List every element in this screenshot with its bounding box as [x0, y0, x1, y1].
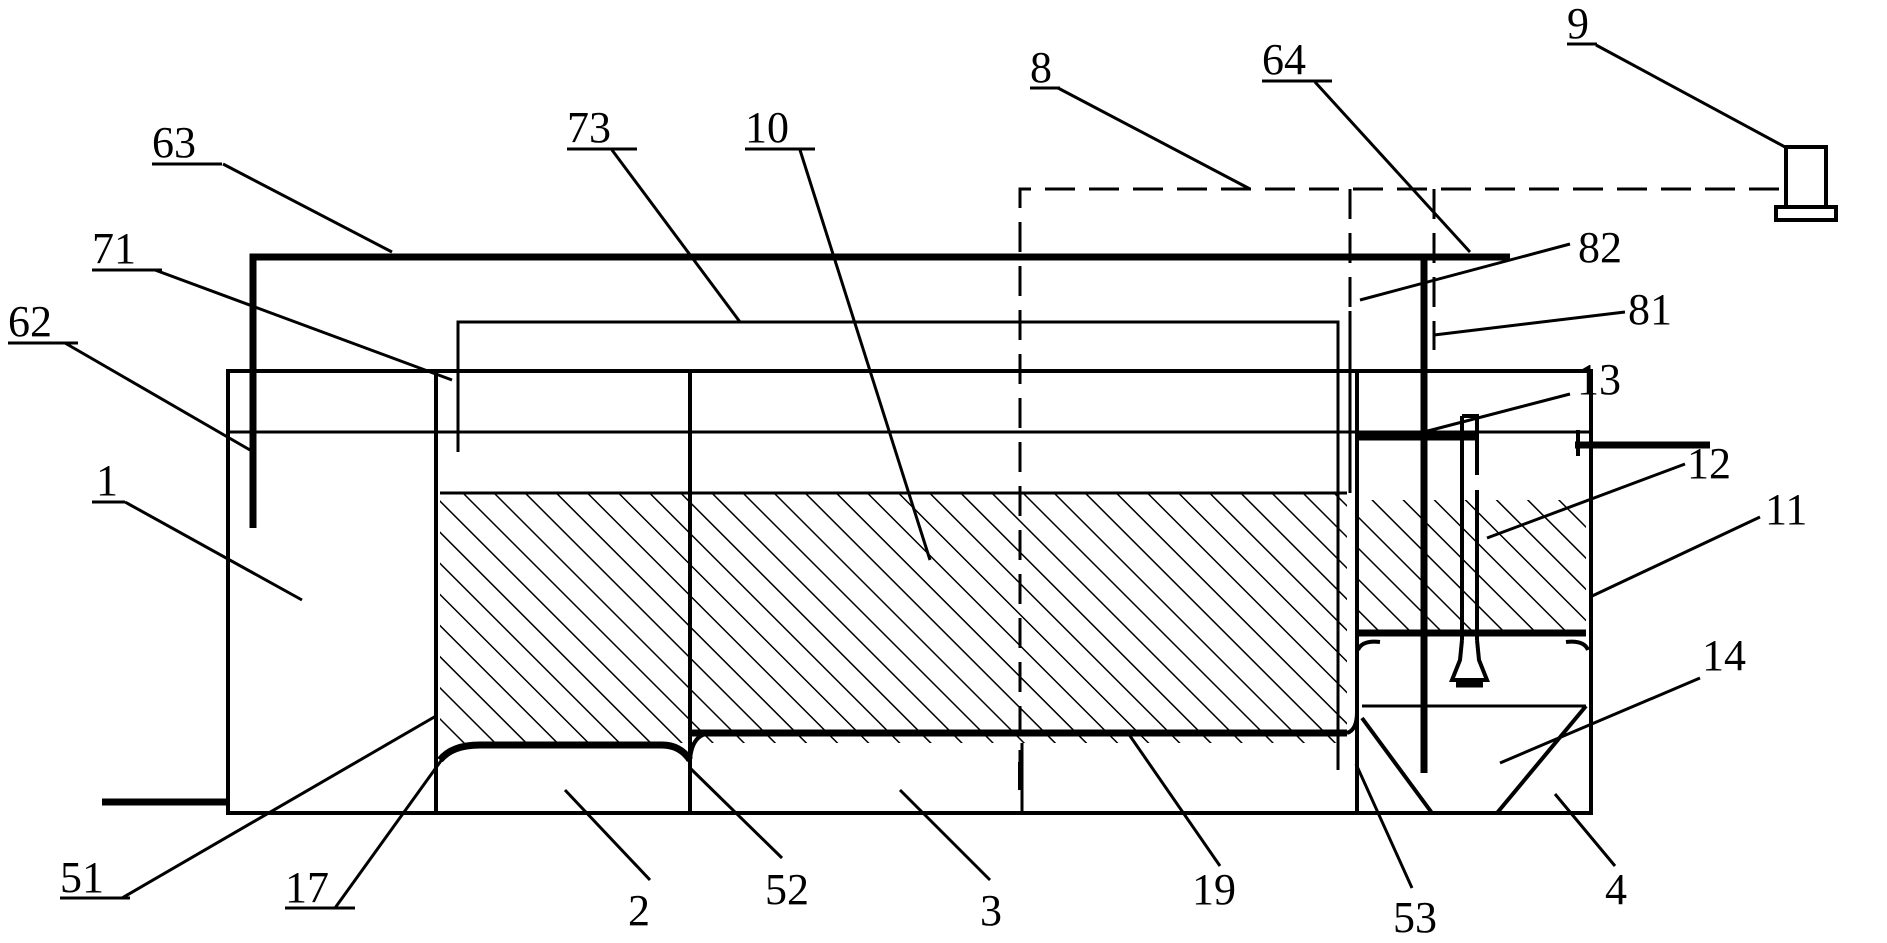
label-71: 71	[92, 224, 162, 273]
svg-text:19: 19	[1192, 865, 1236, 914]
leader-11	[1589, 515, 1761, 599]
svg-text:10: 10	[745, 103, 789, 152]
svg-text:53: 53	[1393, 893, 1437, 942]
svg-text:62: 62	[8, 297, 52, 346]
svg-text:51: 51	[60, 853, 104, 902]
leader-1	[124, 500, 303, 602]
svg-text:71: 71	[92, 224, 136, 273]
pipe-73	[456, 320, 1340, 770]
svg-text:81: 81	[1628, 285, 1672, 334]
label-62: 62	[8, 297, 78, 346]
hopper-left-slope	[1360, 716, 1434, 815]
leader-81	[1433, 310, 1626, 337]
leader-12	[1486, 462, 1686, 540]
right-support-fillet-left	[1356, 639, 1381, 651]
pipe-12	[1460, 414, 1479, 640]
leader-63	[222, 162, 393, 254]
label-19: 19	[1192, 865, 1236, 914]
leader-52	[688, 766, 784, 860]
label-81: 81	[1628, 285, 1672, 334]
label-1: 1	[92, 456, 125, 505]
svg-text:17: 17	[285, 863, 329, 912]
label-14: 14	[1702, 631, 1746, 680]
support-plate-17	[437, 741, 693, 763]
hopper-right-slope	[1495, 704, 1588, 815]
leader-2	[563, 788, 652, 882]
leader-10	[798, 149, 932, 561]
leader-71	[154, 268, 453, 382]
svg-text:4: 4	[1605, 865, 1627, 914]
label-2: 2	[628, 886, 650, 935]
leader-4	[1553, 793, 1617, 867]
svg-text:3: 3	[980, 886, 1002, 935]
leader-13	[1419, 392, 1571, 435]
leader-53	[1354, 763, 1414, 889]
label-73: 73	[567, 103, 637, 152]
right-support-fillet-right	[1565, 639, 1590, 651]
leader-62	[64, 341, 251, 452]
label-8: 8	[1030, 43, 1060, 92]
fillet-52	[688, 731, 713, 761]
label-10: 10	[745, 103, 815, 152]
label-53: 53	[1393, 893, 1437, 942]
svg-text:9: 9	[1567, 0, 1589, 48]
leader-17	[333, 757, 445, 909]
label-82: 82	[1578, 223, 1622, 272]
leader-51	[121, 714, 437, 900]
device-9-base	[1774, 205, 1838, 222]
leader-9	[1595, 43, 1786, 149]
svg-text:8: 8	[1030, 43, 1052, 92]
filter-media-main	[440, 493, 1347, 743]
label-3: 3	[980, 886, 1002, 935]
label-64: 64	[1262, 35, 1332, 84]
leader-3	[898, 788, 992, 882]
nozzle-12	[1449, 639, 1490, 682]
leader-82	[1359, 242, 1571, 302]
label-12: 12	[1687, 439, 1731, 488]
filter-media-right	[1358, 500, 1586, 632]
fillet-53	[1346, 711, 1359, 735]
svg-text:63: 63	[152, 118, 196, 167]
label-13: 13	[1577, 355, 1621, 404]
leader-73	[610, 149, 742, 323]
svg-text:2: 2	[628, 886, 650, 935]
svg-text:14: 14	[1702, 631, 1746, 680]
leader-14	[1499, 676, 1701, 765]
svg-text:11: 11	[1765, 485, 1807, 534]
leader-19	[1126, 732, 1222, 867]
label-9: 9	[1567, 0, 1597, 48]
svg-text:82: 82	[1578, 223, 1622, 272]
outer-tank	[226, 369, 1593, 815]
leader-64	[1313, 80, 1472, 254]
dashed-frame-8	[1018, 187, 1782, 780]
svg-text:1: 1	[96, 456, 118, 505]
pipe-63	[249, 253, 1510, 528]
label-51: 51	[60, 853, 130, 902]
svg-text:52: 52	[765, 865, 809, 914]
device-9-body	[1784, 145, 1828, 209]
svg-text:12: 12	[1687, 439, 1731, 488]
svg-text:64: 64	[1262, 35, 1306, 84]
leader-8	[1057, 86, 1251, 191]
label-52: 52	[765, 865, 809, 914]
label-11: 11	[1765, 485, 1807, 534]
label-4: 4	[1605, 865, 1627, 914]
label-63: 63	[152, 118, 222, 167]
label-17: 17	[285, 863, 355, 912]
svg-text:13: 13	[1577, 355, 1621, 404]
svg-text:73: 73	[567, 103, 611, 152]
